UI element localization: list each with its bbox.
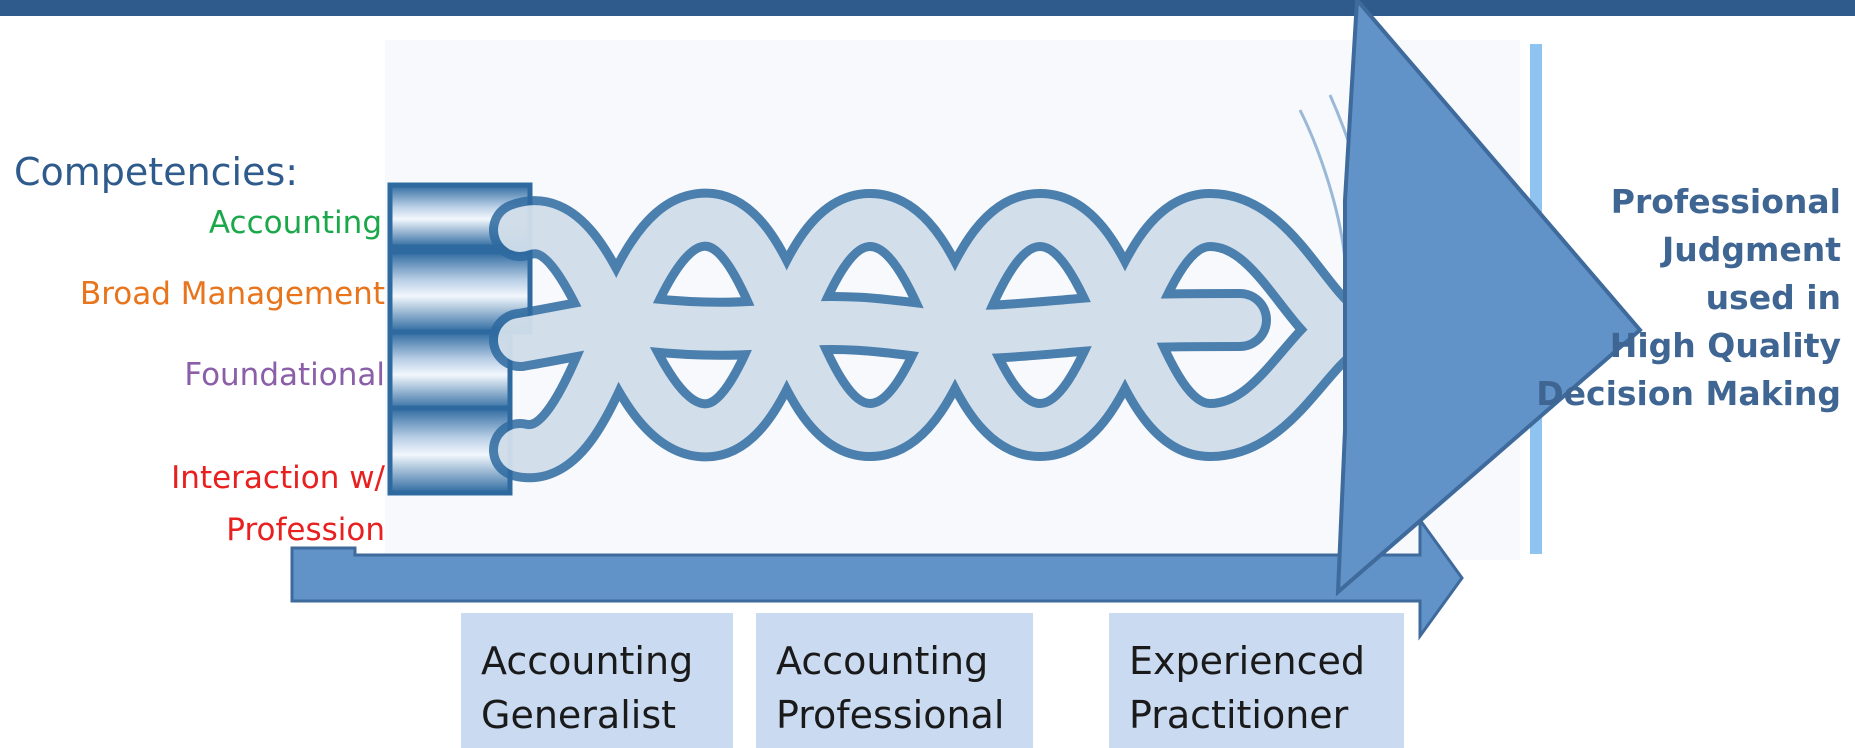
competency-broad-management: Broad Management	[79, 276, 385, 312]
stage-label: Accounting Professional	[776, 639, 1005, 737]
outcome-text: Professional Judgment used in High Quali…	[1536, 182, 1841, 413]
stage-label: Experienced Practitioner	[1129, 639, 1366, 737]
competency-accounting: Accounting	[208, 205, 382, 241]
stage-experienced-practitioner: Experienced Practitioner	[1109, 613, 1404, 748]
competency-foundational: Foundational	[184, 357, 385, 393]
braid-illustration	[385, 40, 1520, 560]
stage-accounting-generalist: Accounting Generalist	[461, 613, 733, 748]
competency-interaction: Interaction w/ Profession	[171, 460, 385, 548]
stage-accounting-professional: Accounting Professional	[756, 613, 1033, 748]
competencies-title: Competencies:	[14, 150, 299, 194]
chevron-arrow	[1335, 0, 1643, 597]
progression-arrow	[290, 515, 1464, 641]
stage-label: Accounting Generalist	[481, 639, 694, 737]
header-bar	[0, 0, 1855, 16]
